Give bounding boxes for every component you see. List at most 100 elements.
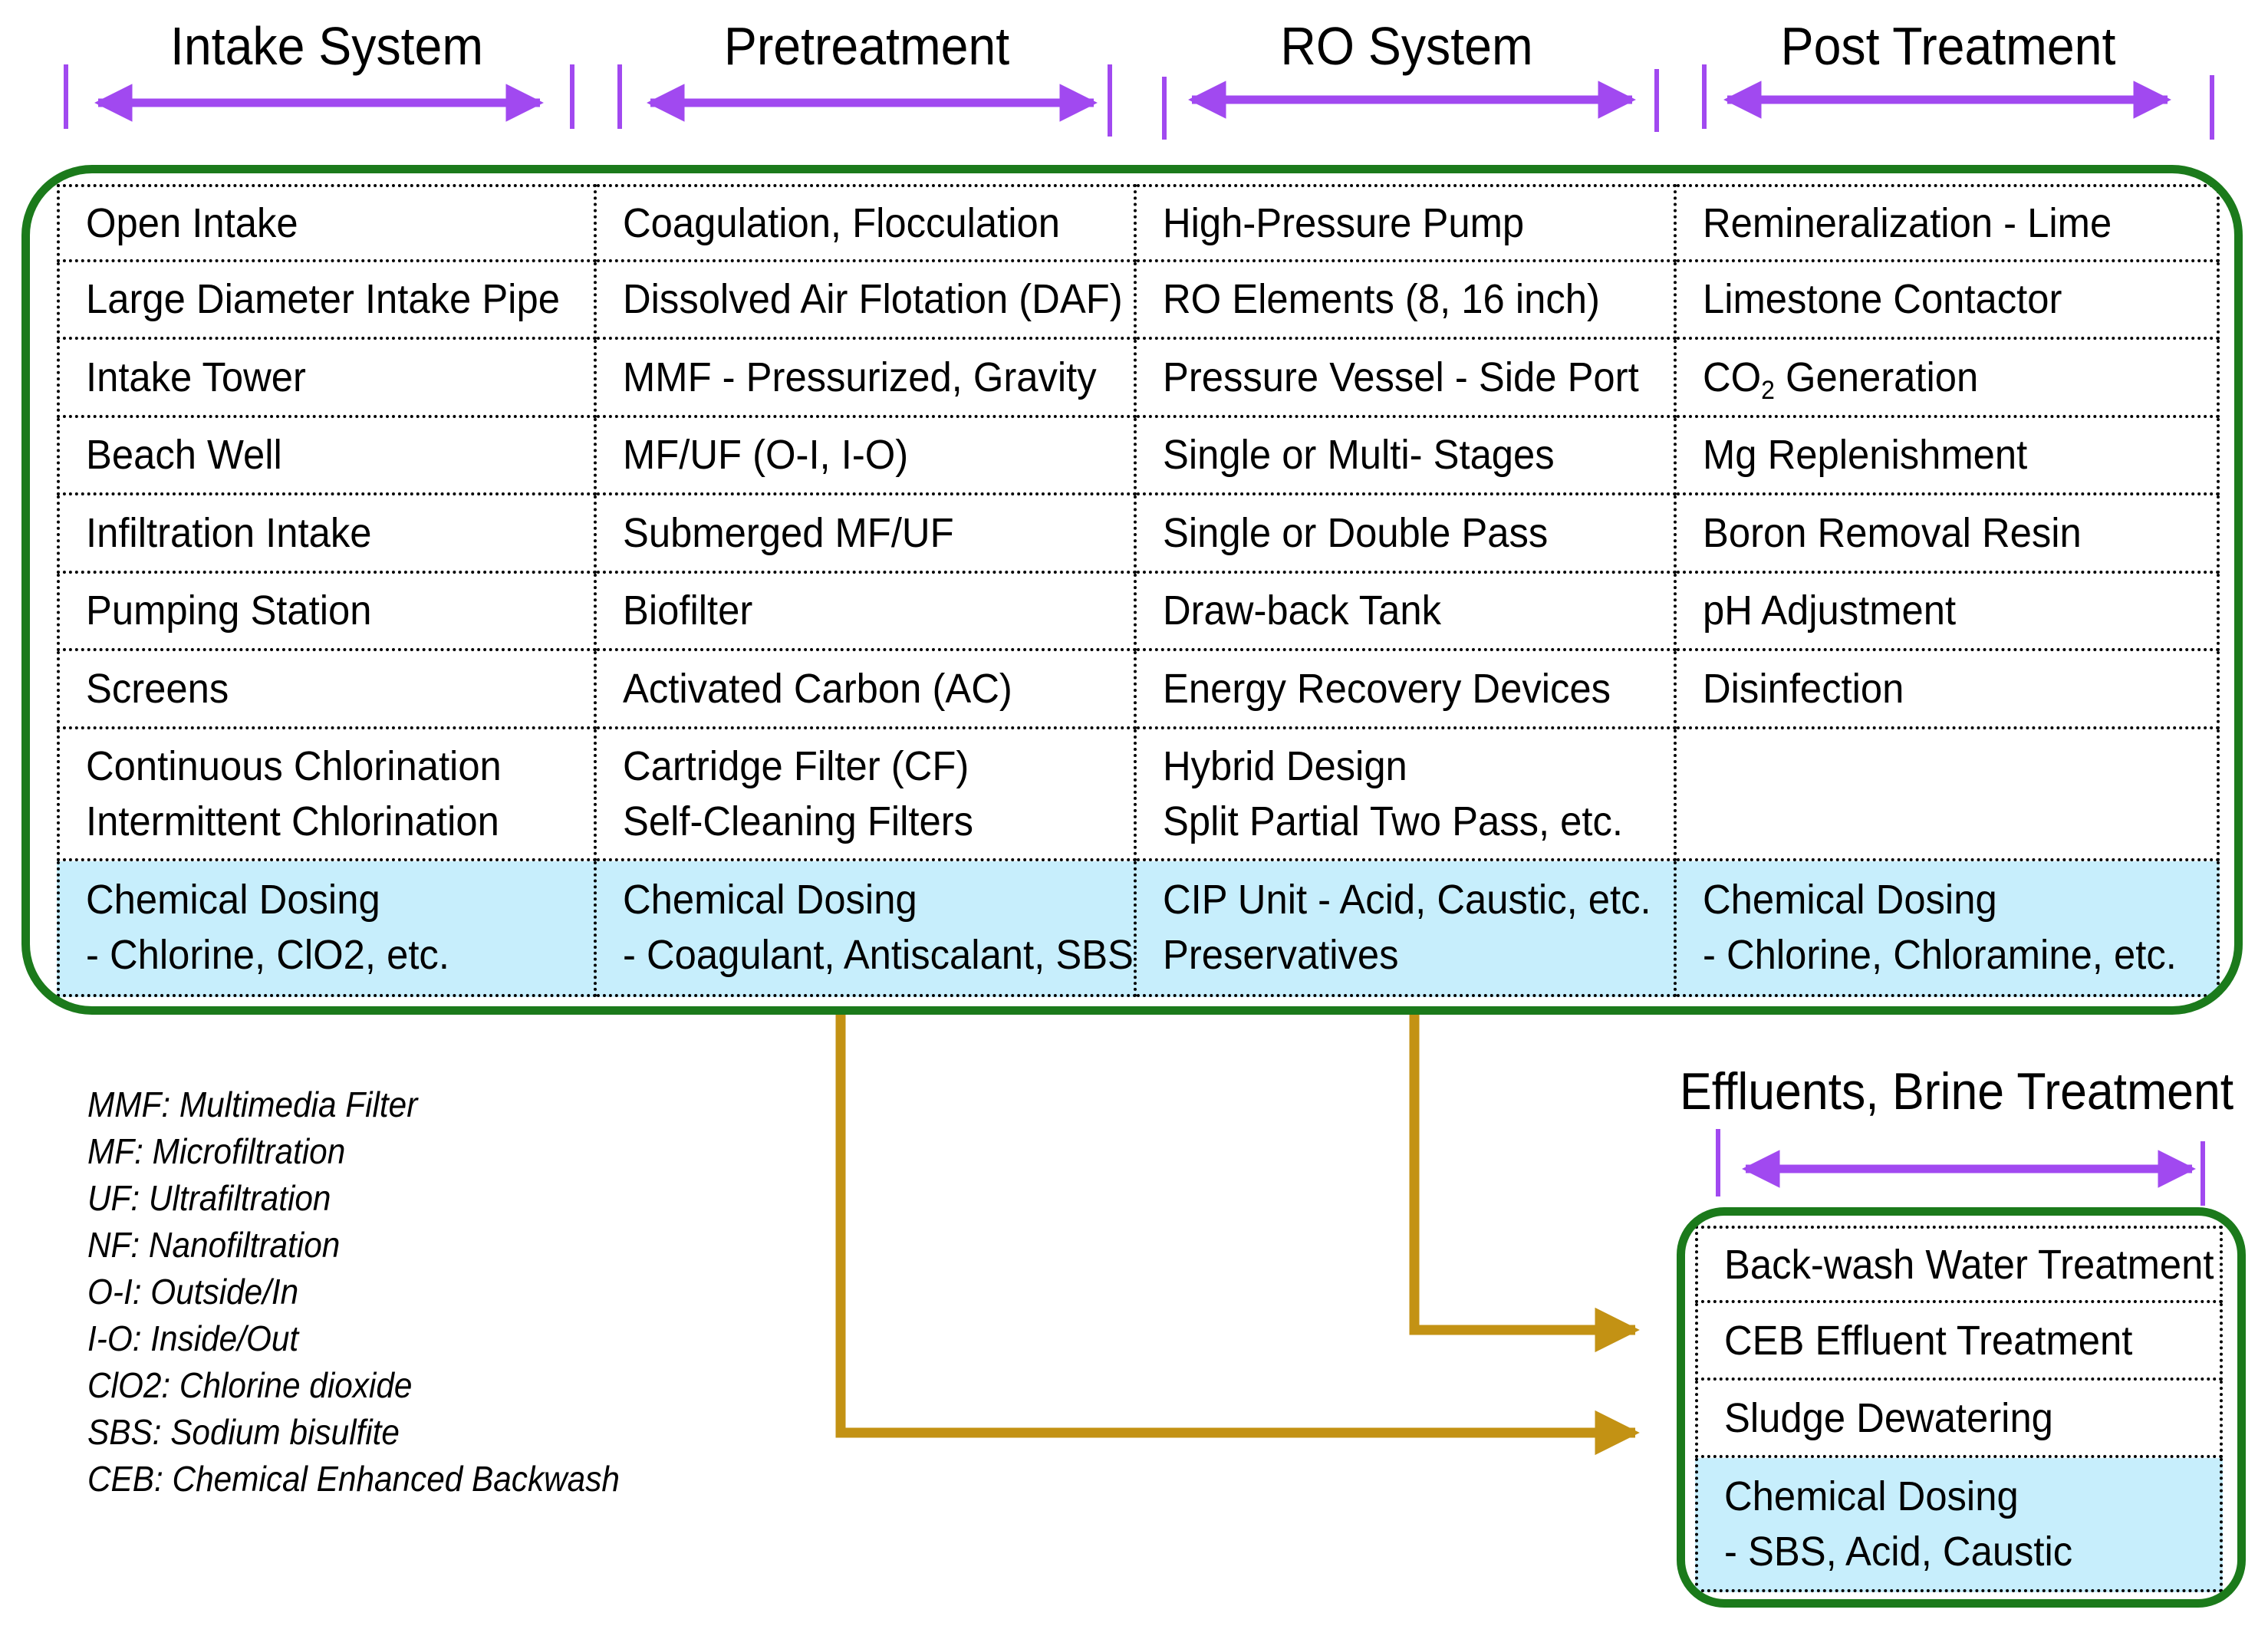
cell-text: Hybrid Design xyxy=(1163,742,1407,789)
dosing-text: Chemical Dosing xyxy=(86,877,380,923)
dosing-text: Preservatives xyxy=(1163,932,1399,979)
cell-text: High-Pressure Pump xyxy=(1163,199,1525,246)
abbreviation-item: CEB: Chemical Enhanced Backwash xyxy=(87,1459,620,1499)
dosing-text: - Chlorine, Chloramine, etc. xyxy=(1703,932,2177,979)
cell-intake-7: Screens xyxy=(57,651,597,729)
dosing-cell-ro-system: CIP Unit - Acid, Caustic, etc. Preservati… xyxy=(1137,861,1677,997)
cell-intake-4: Beach Well xyxy=(57,417,597,495)
dosing-text: Chemical Dosing xyxy=(1724,1473,2019,1519)
cell-ro-system-2: RO Elements (8, 16 inch) xyxy=(1137,262,1677,340)
cell-post-treatment-8 xyxy=(1677,729,2220,861)
cell-text: MF/UF (O-I, I-O) xyxy=(623,432,909,479)
stage-span-arrows xyxy=(94,81,2196,1188)
dosing-cell-effluents: Chemical Dosing - SBS, Acid, Caustic xyxy=(1695,1458,2223,1592)
cell-text: Intermittent Chlorination xyxy=(86,798,499,844)
cell-pretreatment-4: MF/UF (O-I, I-O) xyxy=(597,417,1137,495)
flow-arrow-pretreatment-to-effluents xyxy=(835,1011,1640,1456)
abbreviation-item: MMF: Multimedia Filter xyxy=(87,1085,418,1124)
cell-text: Limestone Contactor xyxy=(1703,276,2062,323)
cell-post-treatment-2: Limestone Contactor xyxy=(1677,262,2220,340)
cell-ro-system-5: Single or Double Pass xyxy=(1137,495,1677,574)
stage-title-post-treatment: Post Treatment xyxy=(1780,16,2116,76)
cell-text: Large Diameter Intake Pipe xyxy=(86,276,560,323)
cell-text: Self-Cleaning Filters xyxy=(623,798,974,844)
abbreviation-item: NF: Nanofiltration xyxy=(87,1225,341,1265)
abbreviation-item: SBS: Sodium bisulfite xyxy=(87,1412,400,1452)
stage-title-intake: Intake System xyxy=(170,16,484,76)
stage-title-ro-system: RO System xyxy=(1280,16,1533,76)
dosing-cell-post-treatment: Chemical Dosing - Chlorine, Chloramine, e… xyxy=(1677,861,2220,997)
cell-text: Pumping Station xyxy=(86,588,372,634)
dosing-text: Chemical Dosing xyxy=(1703,877,1997,923)
cell-ro-system-7: Energy Recovery Devices xyxy=(1137,651,1677,729)
stage-title-pretreatment: Pretreatment xyxy=(723,16,1010,76)
cell-text: Infiltration Intake xyxy=(86,509,372,556)
dosing-text: - SBS, Acid, Caustic xyxy=(1724,1528,2073,1575)
cell-post-treatment-4: Mg Replenishment xyxy=(1677,417,2220,495)
cell-text: Sludge Dewatering xyxy=(1724,1394,2053,1441)
process-table: Open Intake Coagulation, Flocculation High… xyxy=(57,184,2220,997)
cell-text: Screens xyxy=(86,665,229,712)
cell-text: Activated Carbon (AC) xyxy=(623,665,1012,712)
cell-ro-system-3: Pressure Vessel - Side Port xyxy=(1137,340,1677,418)
cell-intake-2: Large Diameter Intake Pipe xyxy=(57,262,597,340)
cell-text: Draw-back Tank xyxy=(1163,588,1441,634)
cell-post-treatment-3: CO2 Generation xyxy=(1677,340,2220,418)
cell-text: Cartridge Filter (CF) xyxy=(623,742,969,789)
cell-text: Dissolved Air Flotation (DAF) xyxy=(623,276,1123,323)
cell-pretreatment-6: Biofilter xyxy=(597,573,1137,651)
effluent-flow-arrows xyxy=(835,1011,1640,1456)
cell-text: Submerged MF/UF xyxy=(623,509,954,556)
cell-text: Intake Tower xyxy=(86,354,306,400)
effluent-cell-2: CEB Effluent Treatment xyxy=(1695,1303,2223,1381)
cell-ro-system-4: Single or Multi- Stages xyxy=(1137,417,1677,495)
cell-pretreatment-7: Activated Carbon (AC) xyxy=(597,651,1137,729)
dosing-text: Chemical Dosing xyxy=(623,877,917,923)
abbreviation-item: UF: Ultrafiltration xyxy=(87,1178,331,1218)
cell-text: Continuous Chlorination xyxy=(86,742,502,789)
effluent-cell-1: Back-wash Water Treatment xyxy=(1695,1226,2223,1303)
cell-text: Energy Recovery Devices xyxy=(1163,665,1611,712)
abbreviation-item: I-O: Inside/Out xyxy=(87,1318,299,1358)
cell-text: CO2 Generation xyxy=(1703,354,1979,405)
cell-text: Coagulation, Flocculation xyxy=(623,199,1060,246)
cell-text: Split Partial Two Pass, etc. xyxy=(1163,798,1623,844)
cell-post-treatment-6: pH Adjustment xyxy=(1677,573,2220,651)
dosing-text: CIP Unit - Acid, Caustic, etc. xyxy=(1163,877,1651,923)
cell-pretreatment-2: Dissolved Air Flotation (DAF) xyxy=(597,262,1137,340)
cell-ro-system-1: High-Pressure Pump xyxy=(1137,184,1677,262)
cell-text: pH Adjustment xyxy=(1703,588,1957,634)
cell-text: Beach Well xyxy=(86,432,282,479)
cell-intake-6: Pumping Station xyxy=(57,573,597,651)
cell-text: Mg Replenishment xyxy=(1703,432,2028,479)
cell-text: CEB Effluent Treatment xyxy=(1724,1317,2133,1364)
abbreviation-item: MF: Microfiltration xyxy=(87,1131,346,1171)
process-table-frame xyxy=(21,165,2243,1015)
effluents-table-frame xyxy=(1677,1207,2246,1608)
effluent-cell-3: Sludge Dewatering xyxy=(1695,1381,2223,1458)
cell-pretreatment-1: Coagulation, Flocculation xyxy=(597,184,1137,262)
cell-text: Biofilter xyxy=(623,588,753,634)
cell-pretreatment-3: MMF - Pressurized, Gravity xyxy=(597,340,1137,418)
cell-text: Single or Double Pass xyxy=(1163,509,1549,556)
flow-arrow-ro-to-effluents xyxy=(1409,1011,1640,1353)
stage-span-bars xyxy=(64,64,2214,1206)
cell-pretreatment-8: Cartridge Filter (CF) Self-Cleaning Filte… xyxy=(597,729,1137,861)
cell-text: RO Elements (8, 16 inch) xyxy=(1163,276,1600,323)
cell-post-treatment-7: Disinfection xyxy=(1677,651,2220,729)
cell-post-treatment-5: Boron Removal Resin xyxy=(1677,495,2220,574)
cell-text: Open Intake xyxy=(86,199,298,246)
dosing-cell-pretreatment: Chemical Dosing- Coagulant, Antiscalant,… xyxy=(597,861,1137,997)
cell-text: Single or Multi- Stages xyxy=(1163,432,1555,479)
cell-text: Disinfection xyxy=(1703,665,1904,712)
cell-pretreatment-5: Submerged MF/UF xyxy=(597,495,1137,574)
dosing-cell-intake: Chemical Dosing- Chlorine, ClO2, etc. xyxy=(57,861,597,997)
cell-text: Boron Removal Resin xyxy=(1703,509,2082,556)
cell-intake-5: Infiltration Intake xyxy=(57,495,597,574)
